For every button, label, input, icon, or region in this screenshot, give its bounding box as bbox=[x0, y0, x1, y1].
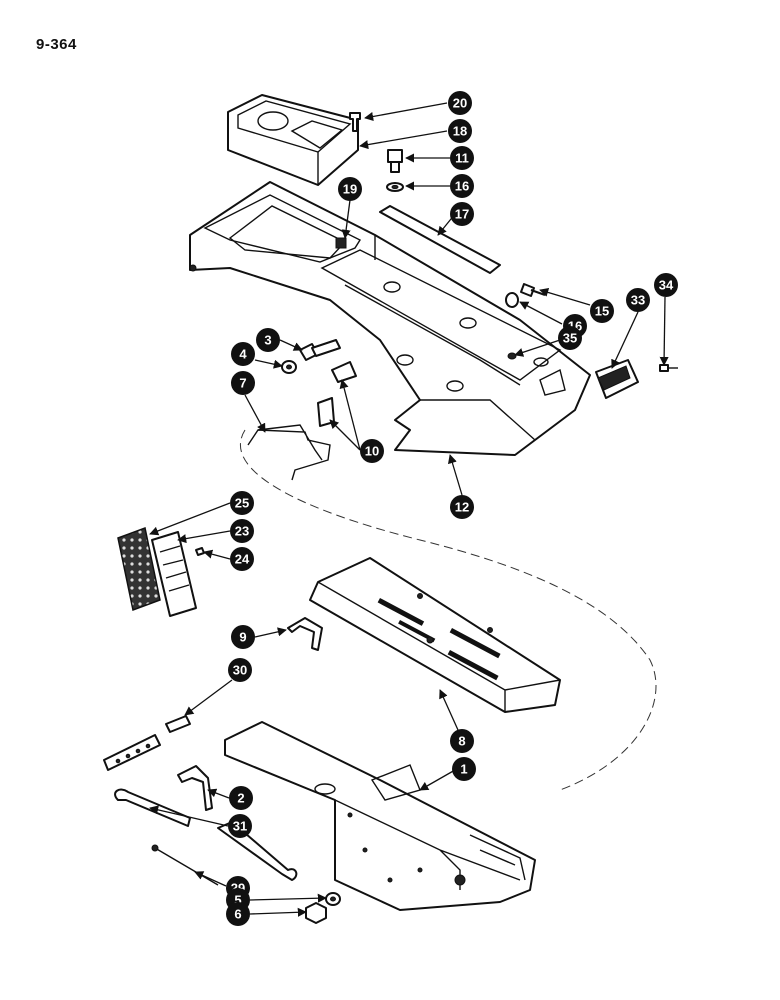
svg-text:10: 10 bbox=[365, 444, 379, 459]
svg-text:25: 25 bbox=[235, 496, 249, 511]
bolt-3-part bbox=[281, 339, 341, 374]
svg-text:4: 4 bbox=[239, 347, 247, 362]
svg-text:24: 24 bbox=[235, 552, 250, 567]
svg-text:23: 23 bbox=[235, 524, 249, 539]
callout-18: 18 bbox=[448, 119, 472, 143]
leader-lines bbox=[149, 102, 669, 917]
frame-base-part bbox=[224, 721, 536, 911]
svg-text:20: 20 bbox=[453, 96, 467, 111]
svg-text:8: 8 bbox=[458, 734, 465, 749]
svg-text:2: 2 bbox=[237, 791, 244, 806]
trim-cover-part bbox=[595, 359, 678, 399]
svg-text:6: 6 bbox=[234, 907, 241, 922]
callout-17: 17 bbox=[450, 202, 474, 226]
console-cover-part bbox=[227, 94, 359, 186]
callout-35: 35 bbox=[558, 326, 582, 350]
bracket-9-part bbox=[287, 617, 323, 651]
svg-text:19: 19 bbox=[343, 182, 357, 197]
frame-channel-part bbox=[309, 557, 561, 713]
callout-16: 16 bbox=[450, 174, 474, 198]
svg-text:1: 1 bbox=[460, 762, 467, 777]
callout-23: 23 bbox=[230, 519, 254, 543]
callout-3: 3 bbox=[256, 328, 280, 352]
svg-text:5: 5 bbox=[234, 893, 241, 908]
svg-text:30: 30 bbox=[233, 663, 247, 678]
svg-text:16: 16 bbox=[455, 179, 469, 194]
console-housing-part bbox=[189, 181, 591, 456]
bracket-2-part bbox=[177, 765, 213, 811]
rod-part bbox=[247, 424, 331, 481]
svg-text:34: 34 bbox=[659, 278, 674, 293]
clip-parts bbox=[317, 361, 357, 427]
callout-10: 10 bbox=[360, 439, 384, 463]
callout-20: 20 bbox=[448, 91, 472, 115]
callout-6: 6 bbox=[226, 902, 250, 926]
small-hardware bbox=[349, 112, 404, 192]
callout-25: 25 bbox=[230, 491, 254, 515]
svg-text:9: 9 bbox=[239, 630, 246, 645]
mat-assembly bbox=[117, 526, 205, 617]
wrench-31-part bbox=[114, 788, 191, 827]
dashed-alignment-line bbox=[239, 429, 657, 791]
svg-text:31: 31 bbox=[233, 819, 247, 834]
callout-7: 7 bbox=[231, 371, 255, 395]
plate-30-parts bbox=[103, 715, 191, 771]
callout-33: 33 bbox=[626, 288, 650, 312]
callout-31: 31 bbox=[228, 814, 252, 838]
callout-11: 11 bbox=[450, 146, 474, 170]
callout-15: 15 bbox=[590, 299, 614, 323]
callout-1: 1 bbox=[452, 757, 476, 781]
page-number: 9-364 bbox=[36, 36, 77, 53]
callout-4: 4 bbox=[231, 342, 255, 366]
svg-text:12: 12 bbox=[455, 500, 469, 515]
callout-24: 24 bbox=[230, 547, 254, 571]
callout-19: 19 bbox=[338, 177, 362, 201]
svg-text:3: 3 bbox=[264, 333, 271, 348]
svg-text:17: 17 bbox=[455, 207, 469, 222]
svg-text:15: 15 bbox=[595, 304, 609, 319]
svg-text:7: 7 bbox=[239, 376, 246, 391]
callout-30: 30 bbox=[228, 658, 252, 682]
callout-8: 8 bbox=[450, 729, 474, 753]
seal-strip-part bbox=[379, 205, 501, 274]
bolt-hardware bbox=[505, 283, 546, 360]
svg-text:18: 18 bbox=[453, 124, 467, 139]
svg-text:35: 35 bbox=[563, 331, 577, 346]
callout-34: 34 bbox=[654, 273, 678, 297]
svg-text:33: 33 bbox=[631, 293, 645, 308]
callout-2: 2 bbox=[229, 786, 253, 810]
svg-text:11: 11 bbox=[455, 151, 469, 166]
callout-12: 12 bbox=[450, 495, 474, 519]
callout-9: 9 bbox=[231, 625, 255, 649]
rod-29-part bbox=[154, 847, 219, 886]
